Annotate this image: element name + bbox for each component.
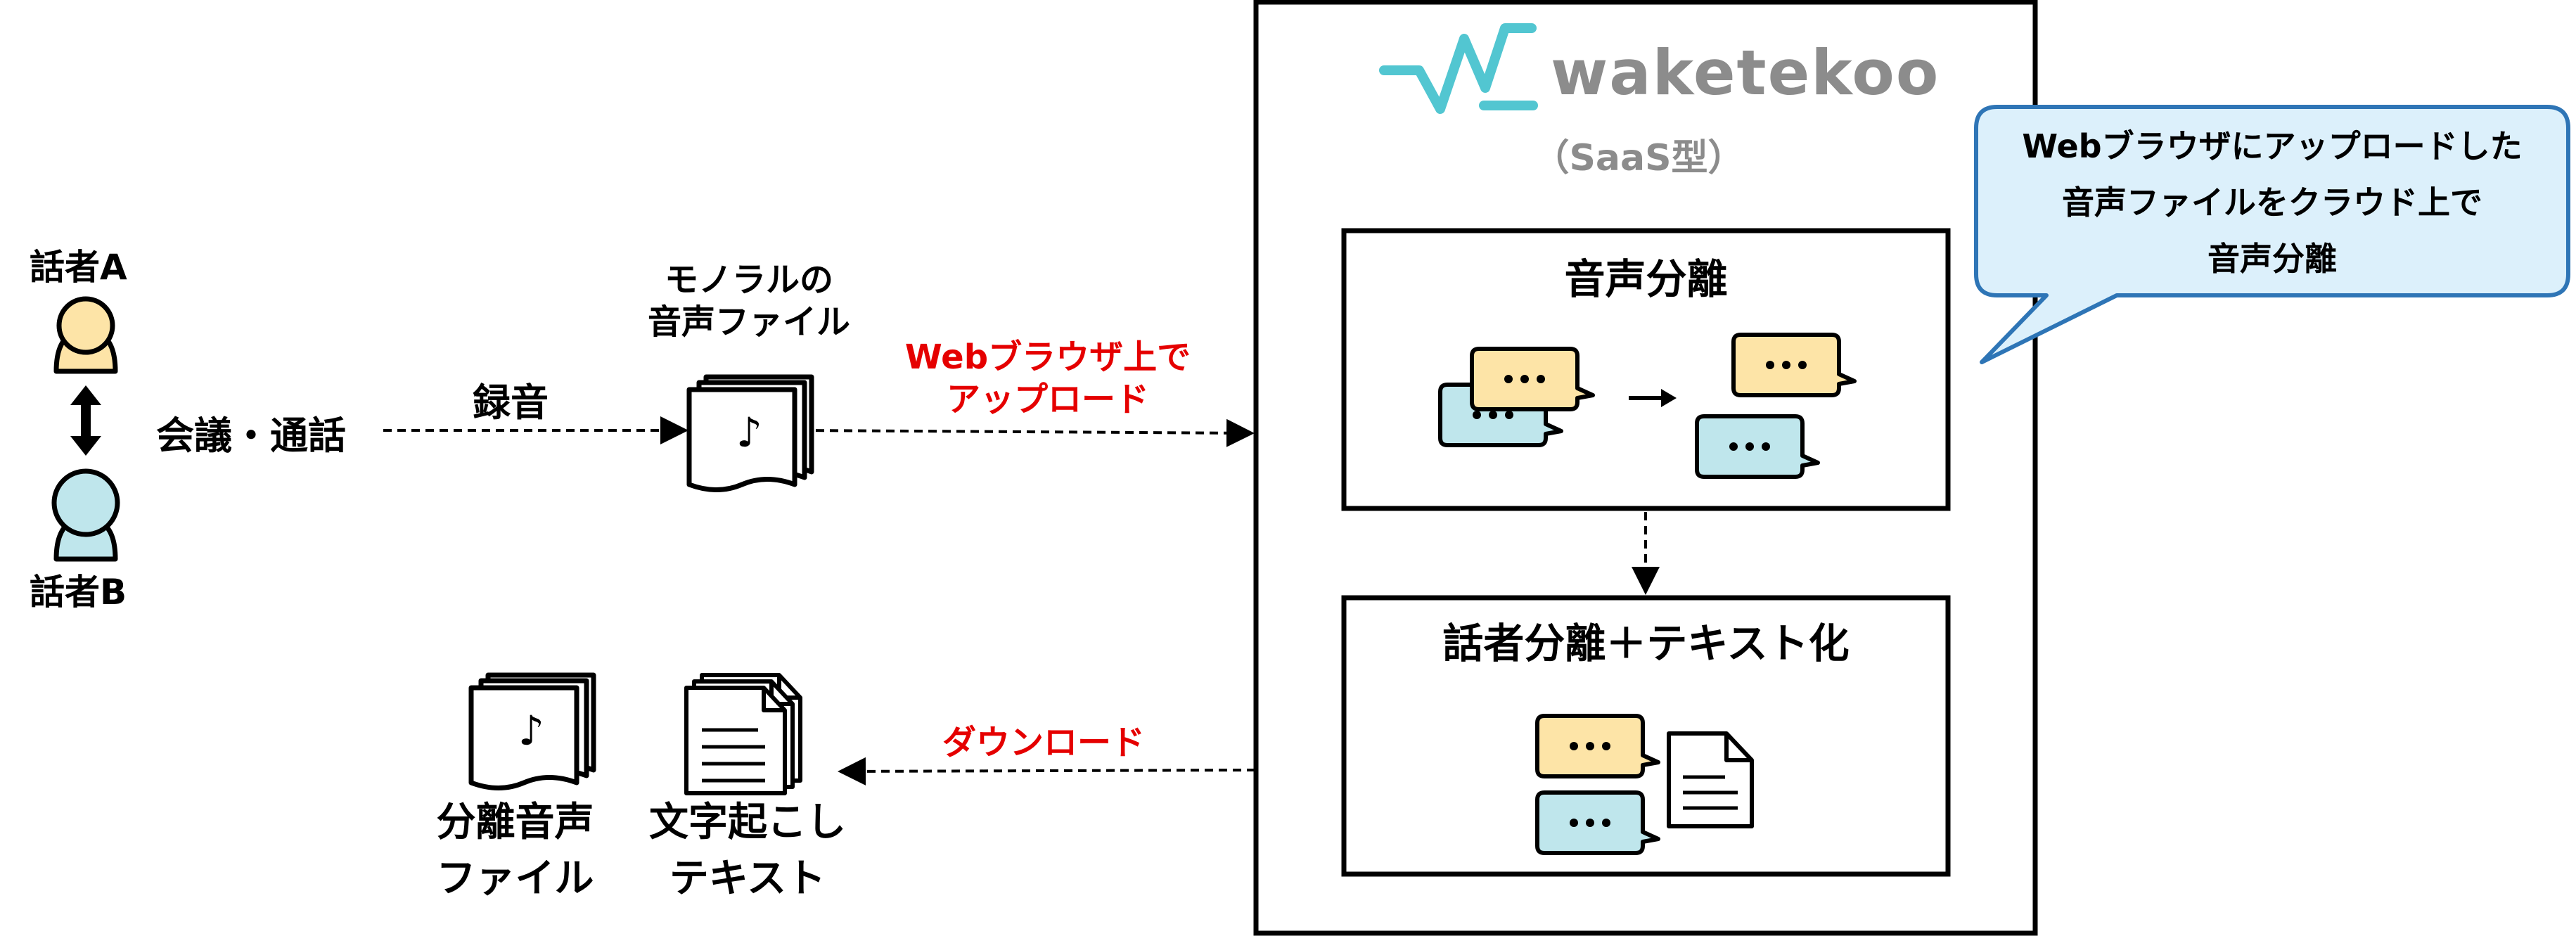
mono-file-caption: モノラルの 音声ファイル — [633, 259, 865, 343]
callout-text: Webブラウザにアップロードした 音声ファイルをクラウド上で 音声分離 — [1976, 118, 2568, 287]
document-icon — [1667, 731, 1754, 828]
arrow-right-icon — [1629, 389, 1677, 407]
document-stack-icon — [686, 675, 800, 793]
box-separation — [1341, 228, 1951, 511]
speaker-b-label: 話者B — [30, 572, 127, 613]
double-arrow-icon — [70, 385, 101, 456]
meeting-label: 会議・通話 — [156, 413, 346, 458]
box-speaker-text — [1341, 595, 1951, 877]
callout-line1: Webブラウザにアップロードした — [2022, 127, 2523, 165]
record-label: 録音 — [473, 380, 549, 425]
callout-line3: 音声分離 — [2207, 240, 2337, 278]
upload-line2: アップロード — [946, 380, 1149, 419]
box1-title: 音声分離 — [1564, 255, 1728, 303]
callout-balloon — [1974, 105, 2570, 364]
brand-name: waketekoo — [1551, 37, 1940, 109]
waketekoo-logo-icon — [1379, 23, 1538, 114]
note-glyph: ♪ — [736, 409, 762, 456]
separated-line1: 分離音声 — [436, 800, 594, 845]
separated-line2: ファイル — [436, 856, 594, 902]
transcript-line1: 文字起こし — [649, 800, 846, 845]
person-icon — [53, 296, 118, 374]
download-label: ダウンロード — [942, 723, 1146, 762]
transcript-caption: 文字起こし テキスト — [632, 795, 864, 907]
saas-type-label: （SaaS型） — [1532, 137, 1745, 179]
speaker-a-label: 話者A — [30, 247, 127, 288]
upload-line1: Webブラウザ上で — [904, 338, 1191, 377]
mono-file-line2: 音声ファイル — [647, 302, 850, 342]
upload-caption: Webブラウザ上で アップロード — [893, 336, 1203, 421]
transcript-line2: テキスト — [669, 856, 826, 902]
box2-title: 話者分離＋テキスト化 — [1442, 620, 1850, 667]
person-icon — [51, 468, 120, 562]
note-glyph: ♪ — [518, 707, 544, 755]
saas-container — [1253, 0, 2038, 936]
mono-file-line1: モノラルの — [664, 260, 833, 300]
separated-audio-caption: 分離音声 ファイル — [411, 795, 619, 907]
callout-line2: 音声ファイルをクラウド上で — [2062, 184, 2482, 222]
